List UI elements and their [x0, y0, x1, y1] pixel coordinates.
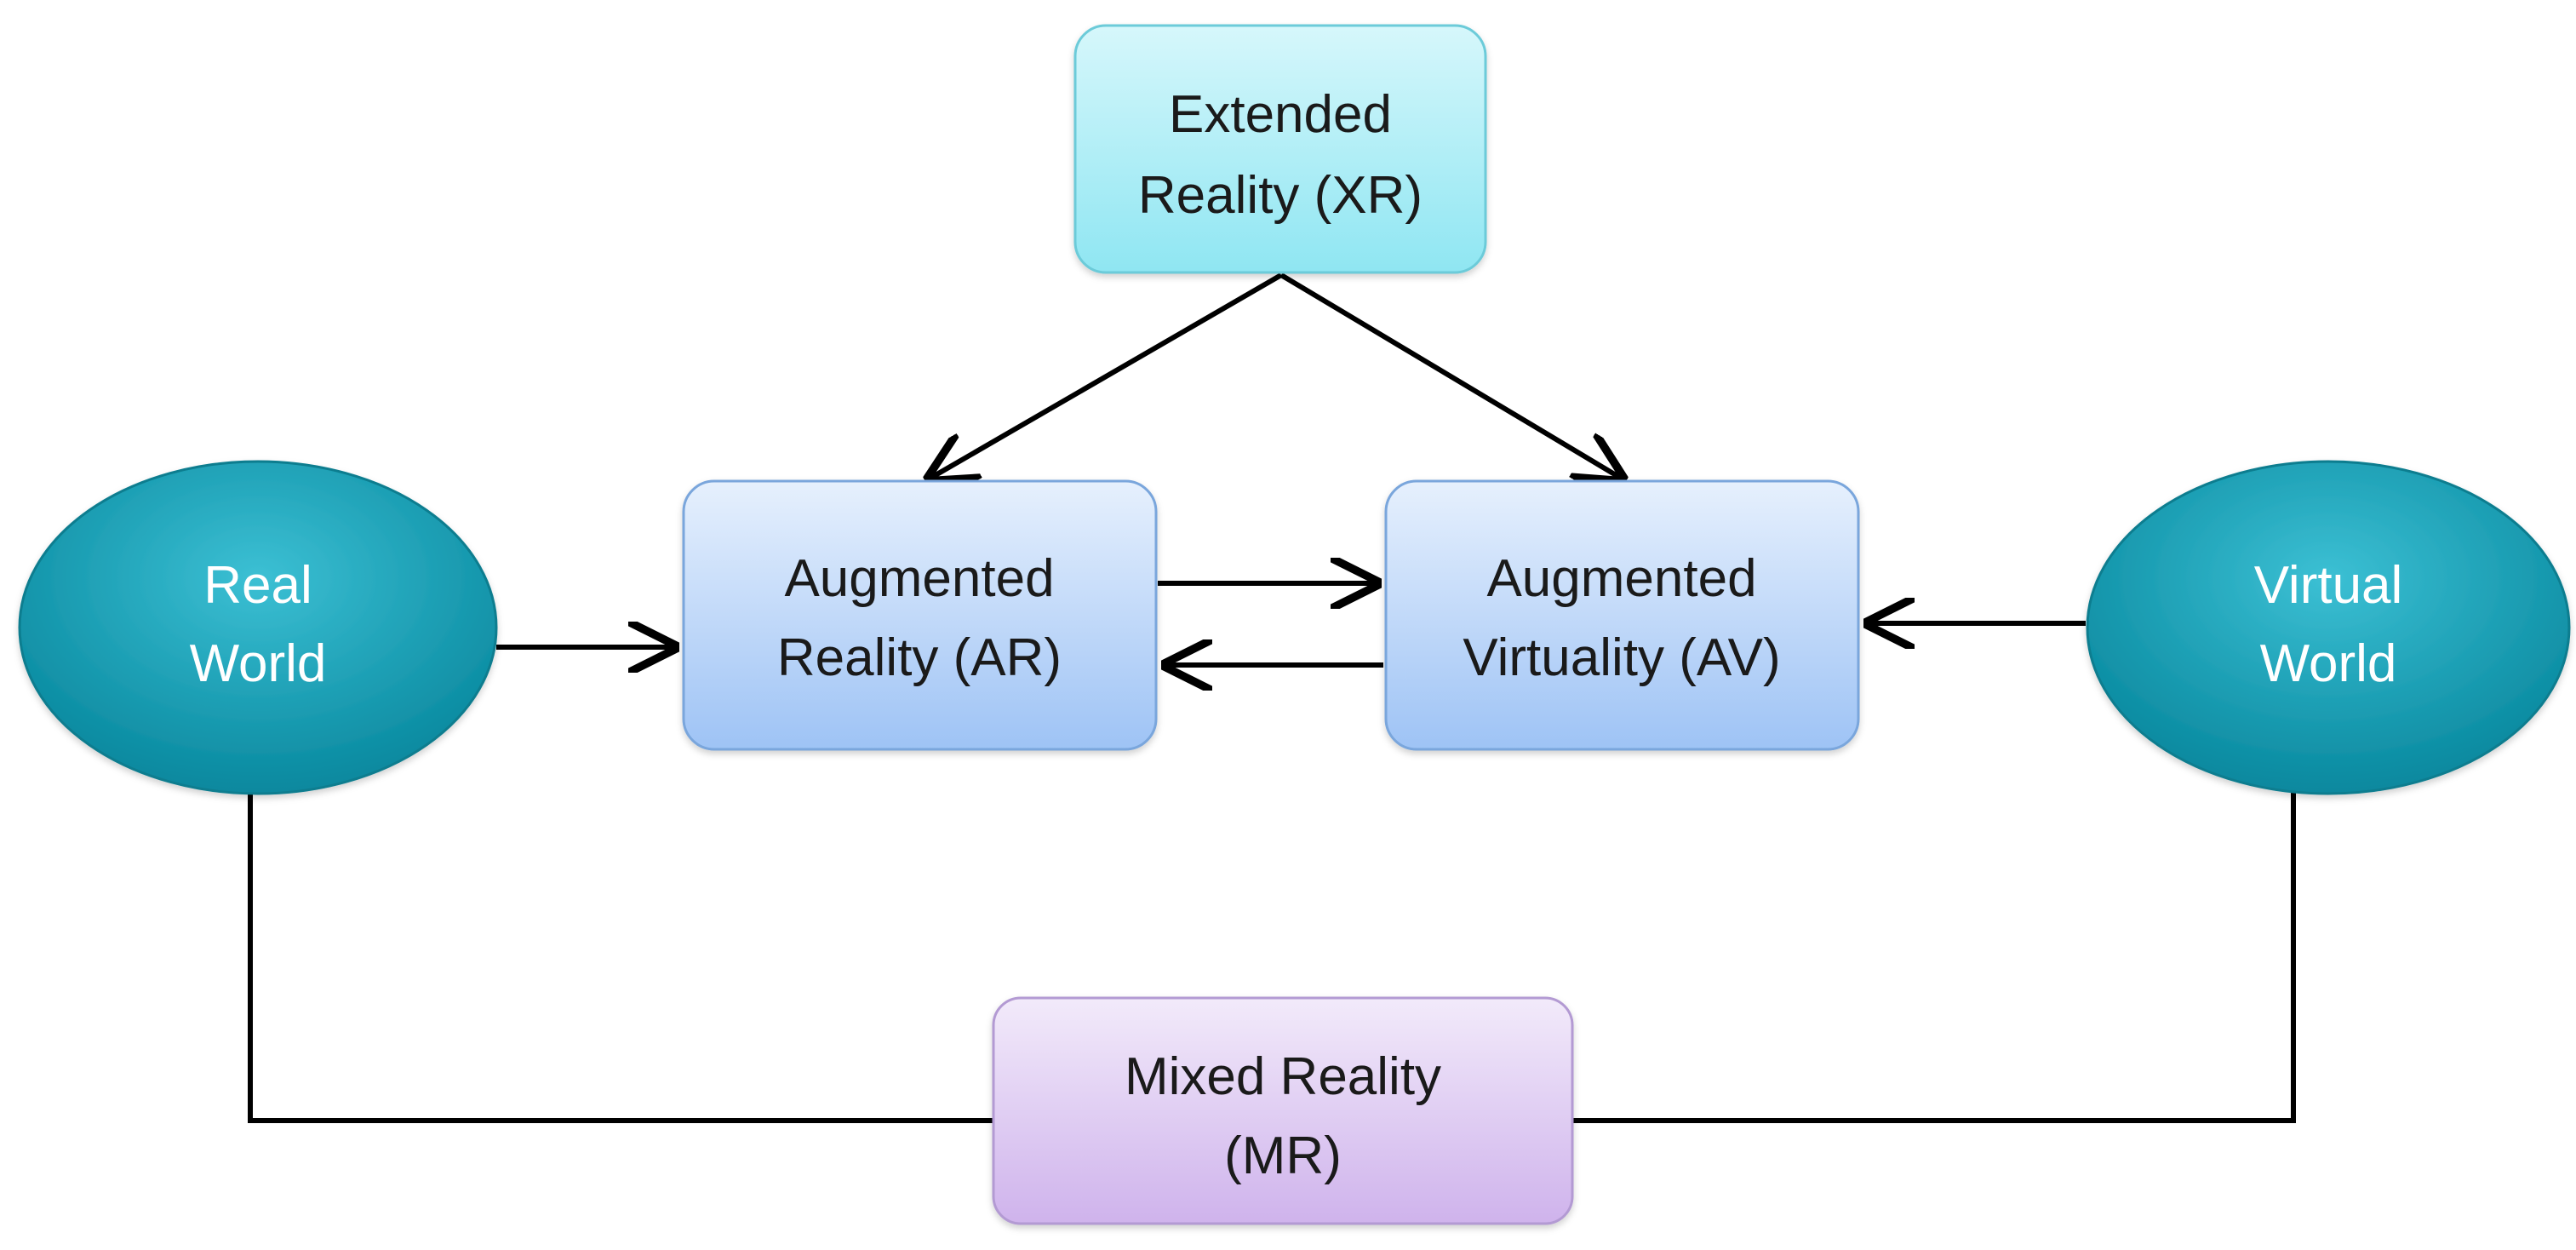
real-world-node: Real World [18, 460, 498, 795]
mixed-reality-label-line2: (MR) [1224, 1127, 1342, 1185]
extended-reality-label-line2: Reality (XR) [1138, 166, 1423, 225]
augmented-virtuality-label-line1: Augmented [1486, 549, 1756, 608]
real-world-label-line1: Real [203, 556, 312, 615]
xr-to-av-arrow [1279, 272, 1622, 479]
connectors [248, 272, 2296, 1123]
augmented-virtuality-label-line2: Virtuality (AV) [1463, 628, 1780, 687]
extended-reality-node: Extended Reality (XR) [1073, 24, 1487, 274]
real-world-to-mr-line [248, 792, 993, 1123]
virtual-world-label-line2: World [2260, 634, 2397, 693]
extended-reality-label-line1: Extended [1169, 85, 1392, 144]
virtual-world-node: Virtual World [2086, 460, 2571, 795]
augmented-virtuality-node: Augmented Virtuality (AV) [1384, 479, 1860, 751]
virtual-world-to-mr-line [1572, 792, 2296, 1123]
augmented-reality-label-line2: Reality (AR) [777, 628, 1062, 687]
mixed-reality-node: Mixed Reality (MR) [992, 996, 1574, 1225]
augmented-reality-node: Augmented Reality (AR) [682, 479, 1158, 751]
virtual-world-label-line1: Virtual [2254, 556, 2403, 615]
mixed-reality-label-line1: Mixed Reality [1125, 1047, 1441, 1106]
xr-to-ar-arrow [930, 272, 1283, 479]
augmented-reality-label-line1: Augmented [784, 549, 1054, 608]
real-world-label-line2: World [190, 634, 327, 693]
